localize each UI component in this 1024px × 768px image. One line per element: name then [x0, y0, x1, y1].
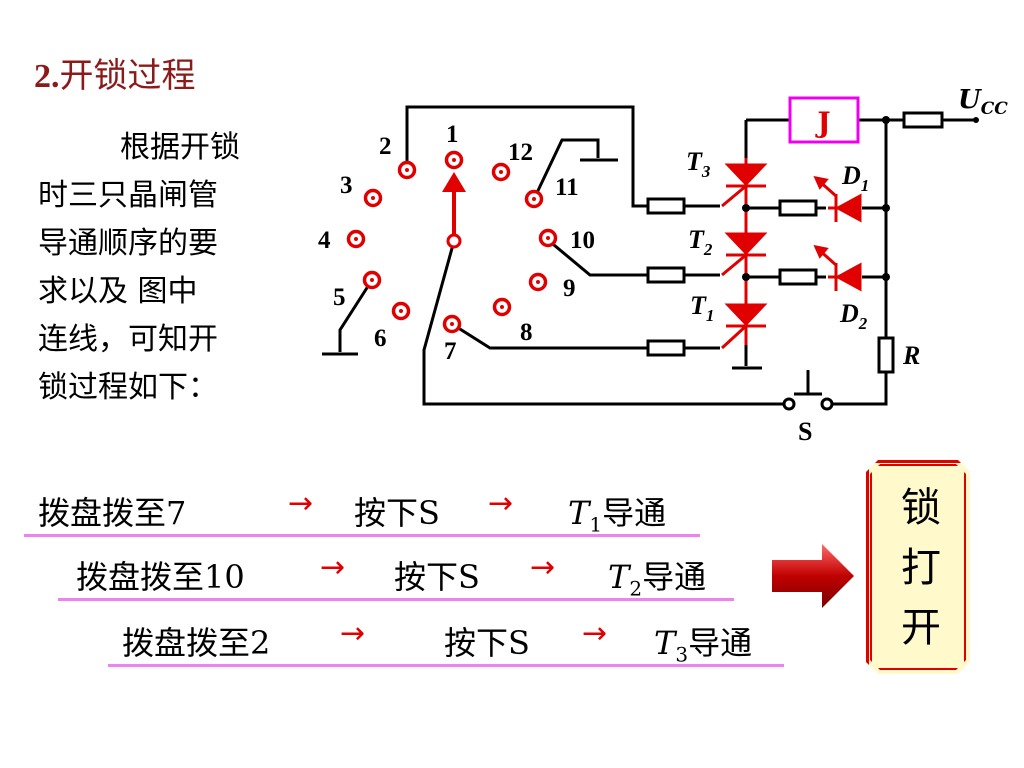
unlock-box: [866, 460, 970, 674]
resistor-d2: [778, 268, 818, 286]
switch-contact-right: [820, 397, 834, 411]
resistor-d1: [778, 199, 818, 217]
lock-circuit-diagram: J UCC: [318, 85, 1008, 446]
arrow-icon: →: [340, 616, 366, 651]
dial-number-6: 6: [374, 325, 387, 352]
title-text: 开锁过程: [59, 56, 196, 96]
thyristor-t1: [720, 303, 768, 350]
label-s: S: [798, 417, 812, 446]
wire-contact11: [532, 138, 600, 200]
title-number: 2.: [34, 58, 60, 95]
resistor-ucc: [902, 111, 944, 129]
relay-box: [788, 96, 860, 144]
label-r: R: [902, 341, 920, 370]
resistor-t1: [646, 339, 686, 357]
arrow-icon: →: [320, 550, 346, 585]
unlock-box-border: [870, 464, 966, 670]
unlock-char: 打: [901, 545, 941, 591]
resistor-r: [877, 336, 895, 374]
label-t2: T2: [688, 225, 713, 259]
step-press: 按下S: [444, 624, 530, 662]
dial-number-5: 5: [333, 284, 346, 311]
unlock-char: 锁: [901, 485, 941, 531]
ucc-terminal: [973, 117, 979, 123]
thyristor-stack: [720, 158, 768, 350]
dial-number-3: 3: [340, 172, 353, 199]
thyristor-t2: [721, 232, 768, 277]
thyristor-t3: [721, 163, 768, 208]
description-line: 根据开锁: [120, 130, 240, 165]
diodes: [813, 175, 862, 292]
slide-title: 2.开锁过程: [34, 48, 196, 97]
resistors: [646, 111, 944, 374]
description-text: 根据开锁 时三只晶闸管 导通顺序的要 求以及 图中 连线，可知开 锁过程如下：: [38, 124, 288, 412]
dial-contacts: [346, 150, 558, 334]
arrow-icon: →: [488, 486, 514, 521]
resistor-t3: [646, 197, 686, 215]
description-line: 求以及 图中: [38, 274, 198, 309]
wire-switch-r: [826, 372, 888, 406]
wire-wiper-switch: [422, 240, 790, 406]
relay-label: J: [814, 106, 830, 139]
switch-contact-left: [782, 397, 796, 411]
dial-pointer-head: [442, 172, 466, 192]
dial-number-9: 9: [563, 275, 576, 302]
arrow-icon: →: [530, 550, 556, 585]
step-press: 按下S: [394, 558, 480, 596]
diode-d2-arrow: [813, 244, 829, 259]
unlock-text: 锁 打 开: [866, 478, 976, 658]
step-row-1: 拨盘拨至7 → 按下S → T1导通: [24, 484, 700, 537]
step-row-3: 拨盘拨至2 → 按下S → T3导通: [108, 614, 784, 667]
junction-dots: [742, 116, 890, 281]
wire-contact2-t3: [405, 105, 648, 208]
step-press: 按下S: [354, 494, 440, 532]
wire-contact5: [338, 279, 374, 352]
arrow-icon: →: [288, 486, 314, 521]
step-dial: 拨盘拨至10: [76, 558, 245, 596]
dial-number-10: 10: [570, 227, 595, 254]
diode-d1: [813, 175, 862, 223]
unlock-char: 开: [901, 605, 941, 651]
description-line: 导通顺序的要: [38, 226, 218, 261]
step-dial: 拨盘拨至7: [38, 494, 187, 532]
dial-number-1: 1: [446, 121, 459, 148]
label-d1: D1: [841, 161, 869, 195]
step-result: T2导通: [608, 558, 707, 601]
arrow-icon: →: [582, 616, 608, 651]
label-t1: T1: [690, 291, 714, 325]
diode-d2: [813, 244, 862, 292]
dial-pivot: [446, 233, 462, 249]
dial-contact-centers: [354, 158, 550, 326]
resistor-t2: [646, 266, 686, 284]
step-dial: 拨盘拨至2: [122, 624, 271, 662]
step-result: T1导通: [568, 494, 667, 537]
description-line: 连线，可知开: [38, 322, 218, 357]
diode-d1-arrow: [813, 175, 829, 190]
circuit-wires: [322, 105, 974, 406]
step-row-2: 拨盘拨至10 → 按下S → T2导通: [58, 548, 734, 601]
description-line: 时三只晶闸管: [38, 178, 218, 213]
ucc-label: UCC: [958, 85, 1008, 119]
component-labels: T3 T2 T1 D1 D2 R: [686, 147, 920, 370]
dial-number-7: 7: [444, 338, 457, 365]
wire-contact10-t2: [547, 238, 648, 277]
dial-number-11: 11: [555, 174, 579, 201]
dial-number-4: 4: [318, 227, 331, 254]
description-line: 锁过程如下：: [38, 370, 218, 405]
dial-number-12: 12: [508, 139, 533, 166]
label-d2: D2: [839, 299, 868, 333]
dial-number-8: 8: [520, 319, 533, 346]
result-arrow-icon: [772, 544, 854, 608]
dial-number-2: 2: [379, 133, 392, 160]
label-t3: T3: [686, 147, 711, 181]
step-result: T3导通: [654, 624, 753, 667]
dial-numbers: 1 2 3 4 5 6 7 8 9 10 11 12: [318, 121, 595, 365]
wire-contact7-t1: [451, 322, 648, 350]
